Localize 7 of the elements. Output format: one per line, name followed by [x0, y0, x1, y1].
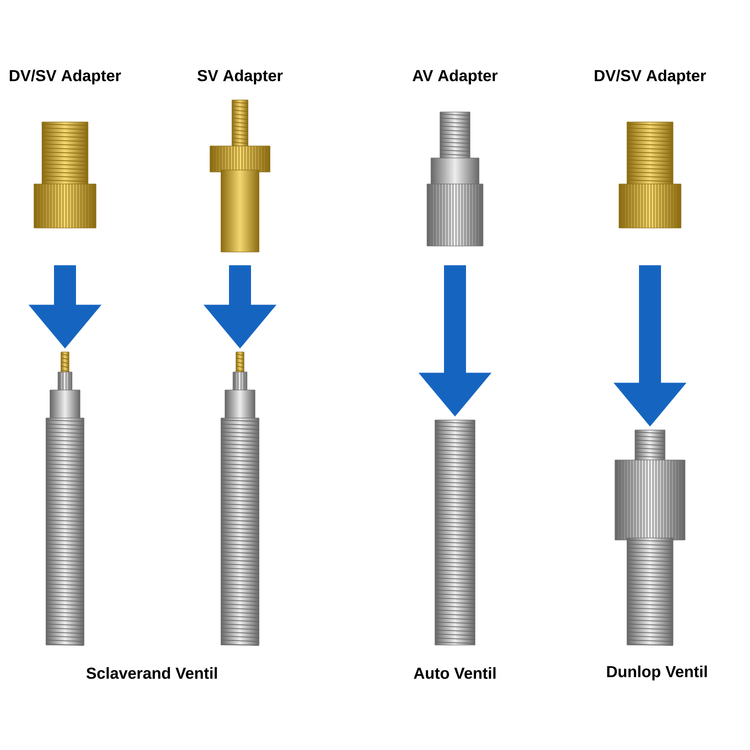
valve-label: Auto Ventil [414, 667, 496, 679]
heading: AV Adapter [412, 70, 498, 84]
valve-label: Sclaverand Ventil [86, 667, 217, 679]
heading: DV/SV Adapter [10, 70, 121, 84]
heading: DV/SV Adapter [594, 70, 706, 84]
valve-label: Dunlop Ventil [607, 666, 707, 680]
heading: SV Adapter [198, 70, 283, 84]
